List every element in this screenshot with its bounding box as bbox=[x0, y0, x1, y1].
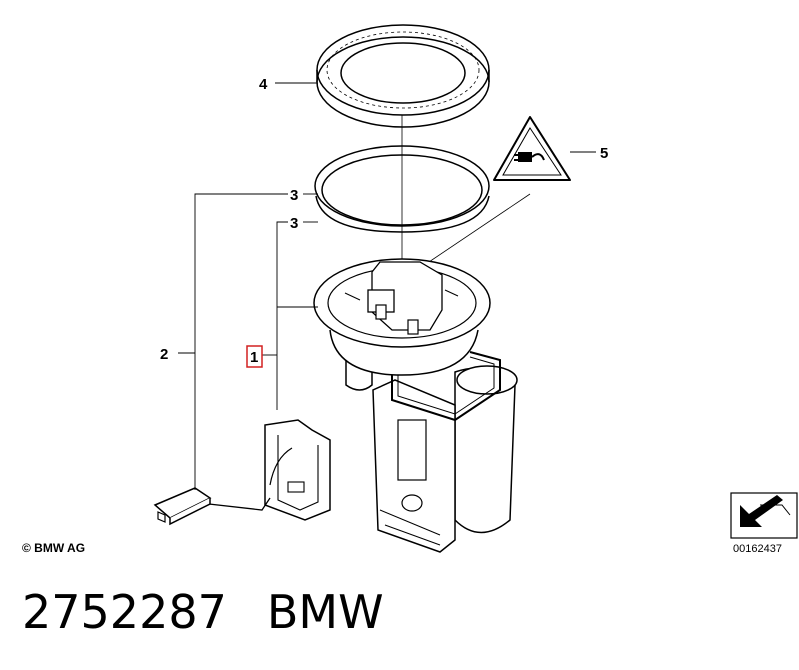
part-4-seal-ring[interactable] bbox=[316, 24, 490, 128]
fuel-plug-icon bbox=[514, 152, 545, 162]
exploded-parts-diagram: 4 5 3 3 2 1 bbox=[153, 24, 798, 553]
direction-arrow-icon bbox=[730, 492, 798, 539]
diagram-id: 00162437 bbox=[733, 543, 782, 555]
caption: 2752287 BMW bbox=[22, 585, 424, 639]
callout-1-highlight-box bbox=[246, 345, 263, 368]
part-5-warning-label[interactable] bbox=[419, 116, 571, 269]
callout-3-lower[interactable]: 3 bbox=[290, 215, 298, 232]
part-2-level-sender[interactable] bbox=[153, 419, 331, 526]
callout-3-upper[interactable]: 3 bbox=[290, 187, 298, 204]
callout-5[interactable]: 5 bbox=[600, 145, 608, 162]
brand-name: BMW bbox=[266, 585, 384, 639]
copyright-text: © BMW AG bbox=[22, 541, 86, 555]
callout-2[interactable]: 2 bbox=[160, 346, 168, 363]
leader-lines bbox=[178, 82, 596, 490]
callout-4[interactable]: 4 bbox=[259, 76, 268, 93]
part-number: 2752287 bbox=[22, 585, 227, 639]
part-1-fuel-pump-module[interactable] bbox=[313, 258, 518, 553]
callout-1[interactable]: 1 bbox=[250, 349, 258, 366]
